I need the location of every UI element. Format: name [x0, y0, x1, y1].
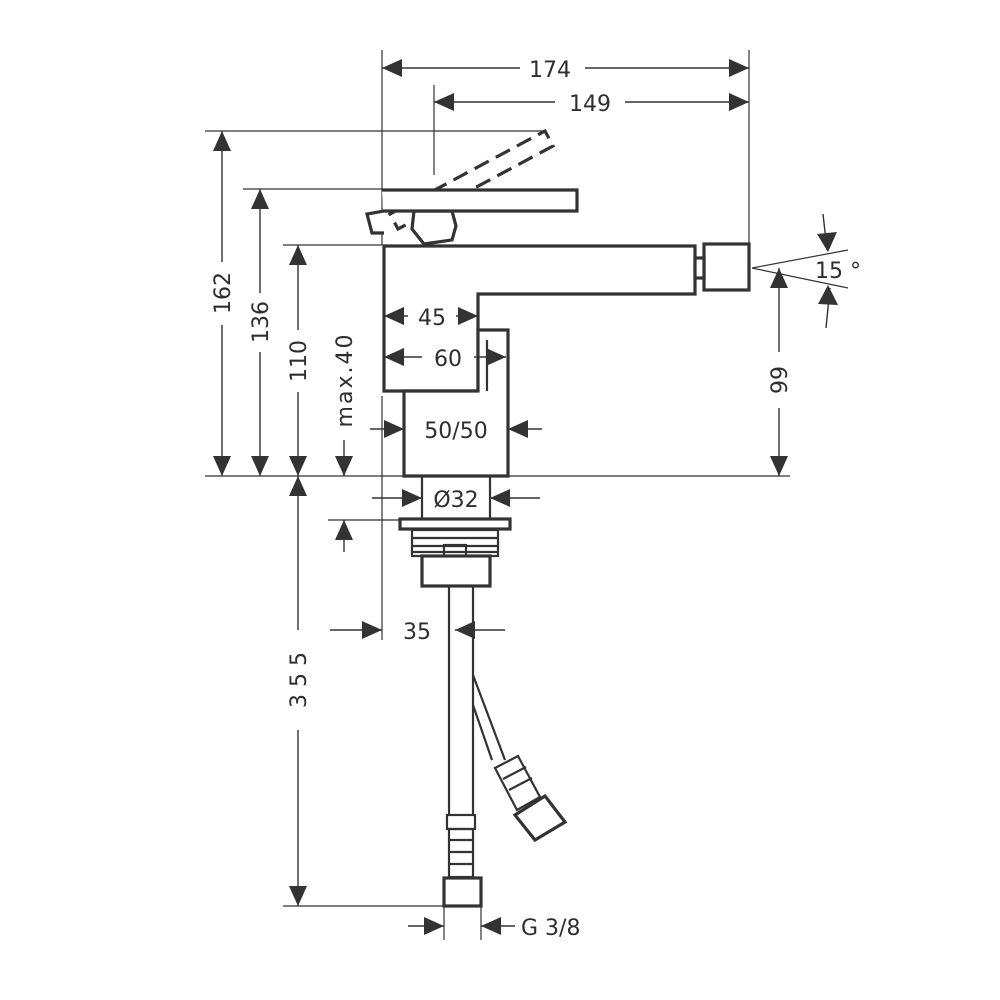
lower-body: [402, 328, 510, 478]
dimension-hose-length: 3 5 5: [287, 476, 312, 906]
dimension-mixing-ratio: 50/50: [370, 419, 542, 444]
label-total-height: 162: [211, 272, 236, 314]
label-connection-thread: G 3/8: [521, 916, 580, 941]
label-spout-reach: 149: [569, 92, 611, 117]
dimension-connection-thread: G 3/8: [408, 916, 580, 941]
dimension-lever-height: 136: [249, 189, 274, 476]
dimension-spout-reach: 149: [434, 92, 749, 117]
dimension-spray-angle: 15 °: [815, 213, 861, 329]
dimension-spout-height: 99: [768, 268, 793, 476]
dimension-inner-small: 45: [384, 300, 478, 331]
supply-hose-straight: [442, 586, 483, 908]
label-inner-small: 45: [418, 306, 446, 331]
mounting-flange: [398, 517, 512, 531]
connection-nut-angled: [512, 793, 568, 843]
spray-head: [702, 242, 751, 292]
label-hose-offset: 35: [403, 620, 431, 645]
lever-solid: [365, 188, 579, 235]
dimension-mount-diameter: Ø32: [372, 488, 540, 513]
dimension-total-height: 162: [211, 131, 236, 476]
connection-nut-straight: [442, 876, 483, 908]
label-overall-width: 174: [529, 58, 571, 83]
lever-cap: [410, 209, 458, 246]
fixing-nut: [420, 554, 492, 588]
supply-hose-angled: [471, 674, 568, 843]
dimension-hose-offset: 35: [330, 620, 505, 645]
lever-raised-outline: [387, 128, 556, 232]
dimension-overall-width: 174: [382, 58, 749, 83]
dimension-inner-large: 60: [384, 341, 506, 372]
spray-head-joint: [693, 256, 706, 280]
label-hose-length: 3 5 5: [287, 652, 312, 708]
label-mount-diameter: Ø32: [433, 488, 478, 513]
dimension-max-deck: max.40: [333, 333, 358, 552]
label-lever-height: 136: [249, 301, 274, 343]
label-body-height: 110: [287, 340, 312, 382]
label-inner-large: 60: [434, 347, 462, 372]
label-spray-angle: 15 °: [815, 259, 861, 284]
label-spout-height: 99: [768, 366, 793, 394]
label-mixing-ratio: 50/50: [424, 419, 487, 444]
label-max-deck: max.40: [333, 333, 358, 428]
dimension-body-height: 110: [287, 245, 312, 476]
faucet-body: [365, 128, 751, 908]
